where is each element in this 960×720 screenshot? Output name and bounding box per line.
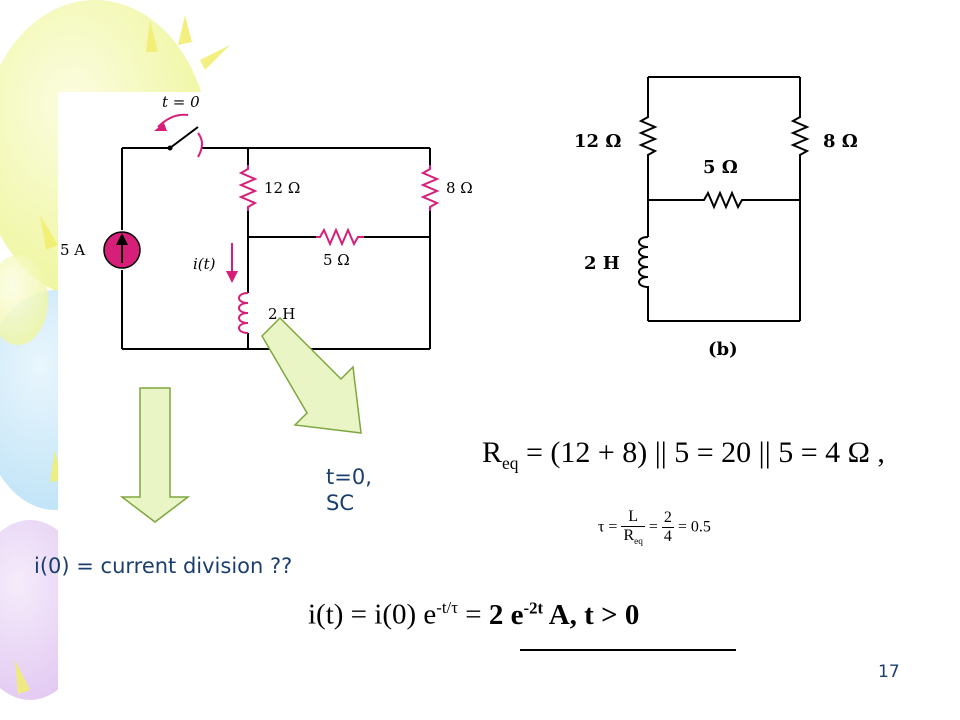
r2-label: 8 Ω — [823, 131, 858, 152]
r3-label: 5 Ω — [703, 157, 738, 178]
current-label: i(t) — [193, 255, 216, 273]
switch — [154, 113, 203, 158]
inductor-label: 2 H — [268, 305, 295, 323]
circuit-original: t = 0 5 A 12 Ω 8 Ω 5 Ω 2 H i(t) — [60, 93, 473, 350]
inductor-label: 2 H — [584, 253, 620, 274]
initial-current-note: i(0) = current division ?? — [34, 554, 293, 578]
r2-label: 8 Ω — [446, 179, 473, 197]
tau-f1-den: R — [623, 527, 635, 544]
resistor-12-ohm — [638, 113, 658, 161]
tau-symbol: τ = — [598, 518, 618, 536]
it-lhs-exponent: -t/τ — [436, 598, 458, 617]
time-constant-equation: τ = L Req = 2 4 = 0.5 — [598, 508, 711, 547]
current-arrow — [226, 243, 238, 283]
figure-caption: (b) — [708, 339, 738, 360]
source-label: 5 A — [60, 241, 85, 259]
tau-f1-num: L — [621, 508, 645, 527]
circuit-equivalent: 12 Ω 8 Ω 5 Ω 2 H (b) — [574, 76, 858, 360]
req-expression: = (12 + 8) || 5 = 20 || 5 = 4 Ω , — [518, 436, 885, 469]
small-yellow-balloon — [0, 255, 48, 345]
resistor-5-ohm — [316, 227, 364, 247]
it-result-exponent: -2t — [523, 598, 544, 617]
req-symbol: R — [482, 436, 503, 469]
it-lhs: i(t) = i(0) e — [308, 598, 437, 631]
tau-result: = 0.5 — [677, 518, 711, 536]
it-result-tail: A, t > 0 — [543, 598, 640, 631]
r1-label: 12 Ω — [264, 179, 300, 197]
short-circuit-note: t=0, SC — [326, 465, 372, 515]
inductor-current-equation: i(t) = i(0) e-t/τ = 2 e-2t A, t > 0 — [308, 598, 639, 632]
page-number: 17 — [878, 662, 900, 682]
resistor-12-ohm — [238, 165, 258, 211]
current-source — [103, 231, 141, 269]
resistor-8-ohm — [420, 165, 440, 211]
tau-f1-den-sub: eq — [634, 537, 643, 548]
it-equals: = — [457, 598, 489, 631]
resistor-8-ohm — [790, 113, 810, 161]
equivalent-resistance-equation: Req = (12 + 8) || 5 = 20 || 5 = 4 Ω , — [482, 436, 885, 474]
tau-fraction-2: 2 4 — [661, 509, 674, 546]
r1-label: 12 Ω — [574, 131, 621, 152]
switch-label: t = 0 — [162, 93, 200, 111]
tau-f2-num: 2 — [661, 509, 674, 529]
tau-equals: = — [648, 518, 658, 536]
tau-f2-den: 4 — [663, 528, 672, 546]
req-subscript: eq — [502, 453, 519, 473]
tau-fraction-1: L Req — [621, 508, 645, 548]
it-result: 2 e — [488, 598, 524, 631]
inductor-coil — [638, 236, 649, 289]
inductor-coil — [238, 292, 249, 334]
slide-panel — [58, 92, 960, 720]
resistor-5-ohm — [700, 190, 748, 210]
r3-label: 5 Ω — [323, 251, 350, 269]
